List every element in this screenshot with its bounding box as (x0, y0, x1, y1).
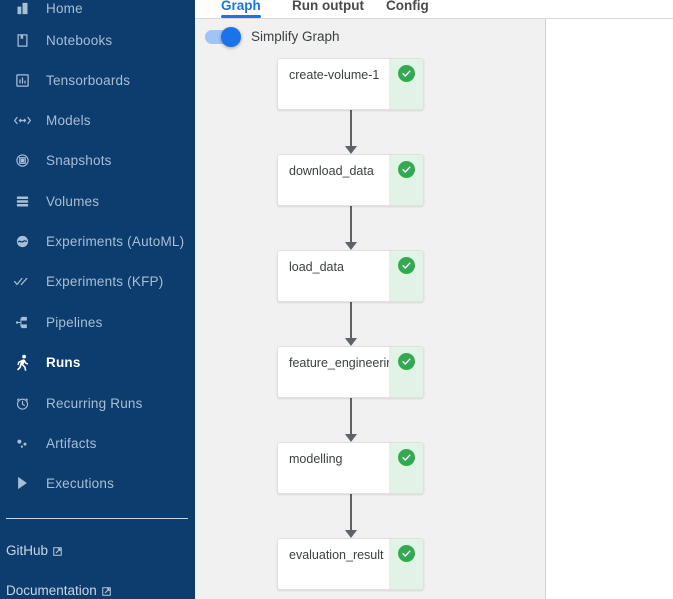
graph-node-status (389, 251, 423, 301)
graph-node[interactable]: feature_engineering (277, 346, 424, 398)
graph-node-status (389, 539, 423, 589)
sidebar-item-models[interactable]: Models (0, 100, 195, 140)
notebook-icon (8, 30, 36, 50)
sidebar-item-label: Models (46, 112, 91, 128)
play-icon (8, 473, 36, 493)
sidebar-item-home[interactable]: Home (0, 0, 195, 28)
graph-node-label: download_data (289, 164, 374, 178)
check-circle-icon (397, 161, 415, 178)
sidebar-item-label: Tensorboards (46, 72, 131, 88)
sidebar-item-label: Recurring Runs (46, 395, 143, 411)
sidebar-item-label: Home (46, 0, 83, 16)
snapshot-icon (8, 150, 36, 170)
graph-node-status (389, 59, 423, 109)
sidebar-item-experiments-kfp[interactable]: Experiments (KFP) (0, 261, 195, 301)
graph-node-status (389, 347, 423, 397)
sidebar-item-label: Runs (46, 354, 81, 370)
code-arrows-icon (8, 110, 36, 130)
check-circle-icon (397, 65, 415, 82)
sidebar-item-volumes[interactable]: Volumes (0, 181, 195, 221)
graph-node[interactable]: evaluation_result (277, 538, 424, 590)
graph-edge (350, 110, 352, 146)
sidebar-item-label: Volumes (46, 193, 100, 209)
tab-run-output[interactable]: Run output (292, 0, 364, 13)
sidebar-item-experiments-automl[interactable]: Experiments (AutoML) (0, 221, 195, 261)
runner-icon (8, 352, 36, 372)
graph-edge-arrowhead (345, 242, 357, 250)
graph-edge (350, 398, 352, 434)
tab-config[interactable]: Config (386, 0, 429, 13)
external-link-icon (53, 544, 62, 556)
sidebar-link-github[interactable]: GitHub (6, 543, 62, 558)
sidebar-item-label: Pipelines (46, 314, 103, 330)
pipeline-icon (8, 312, 36, 332)
artifact-icon (8, 433, 36, 453)
main-content: Graph Run output Config Simplify Graph cre… (195, 0, 673, 599)
external-link-icon (102, 584, 111, 596)
graph-node-status (389, 443, 423, 493)
graph-edge-arrowhead (345, 530, 357, 538)
clock-icon (8, 393, 36, 413)
sidebar-item-label: Snapshots (46, 152, 112, 168)
graph-node[interactable]: modelling (277, 442, 424, 494)
graph-node[interactable]: download_data (277, 154, 424, 206)
sidebar-item-label: Experiments (AutoML) (46, 233, 185, 249)
sidebar-item-runs[interactable]: Runs (0, 342, 195, 382)
simplify-graph-control[interactable]: Simplify Graph (205, 26, 340, 47)
graph-edge-arrowhead (345, 338, 357, 346)
sidebar-item-recurring-runs[interactable]: Recurring Runs (0, 383, 195, 423)
graph-edge (350, 206, 352, 242)
sidebar-link-label: Documentation (6, 583, 97, 598)
graph-node-label: modelling (289, 452, 343, 466)
sidebar-item-artifacts[interactable]: Artifacts (0, 423, 195, 463)
beaker-icon (8, 231, 36, 251)
tab-bar: Graph Run output Config (195, 0, 673, 19)
graph-node[interactable]: load_data (277, 250, 424, 302)
graph-node-status (389, 155, 423, 205)
double-check-icon (8, 271, 36, 291)
sidebar-item-label: Experiments (KFP) (46, 273, 164, 289)
graph-node-label: feature_engineering (289, 356, 401, 370)
check-circle-icon (397, 449, 415, 466)
graph-node-label: evaluation_result (289, 548, 384, 562)
simplify-graph-label: Simplify Graph (251, 29, 340, 44)
graph-canvas[interactable]: Simplify Graph create-volume-1 download_d… (195, 19, 546, 599)
sidebar-item-pipelines[interactable]: Pipelines (0, 302, 195, 342)
graph-edge (350, 302, 352, 338)
sidebar-item-snapshots[interactable]: Snapshots (0, 140, 195, 180)
graph-edge-arrowhead (345, 434, 357, 442)
check-circle-icon (397, 545, 415, 562)
sidebar-item-notebooks[interactable]: Notebooks (0, 20, 195, 60)
graph-node-label: create-volume-1 (289, 68, 380, 82)
graph-node[interactable]: create-volume-1 (277, 58, 424, 110)
sidebar-link-documentation[interactable]: Documentation (6, 583, 111, 598)
check-circle-icon (397, 257, 415, 274)
check-circle-icon (397, 353, 415, 370)
sidebar-item-executions[interactable]: Executions (0, 463, 195, 503)
graph-edge (350, 494, 352, 530)
sidebar-item-label: Executions (46, 475, 115, 491)
storage-icon (8, 191, 36, 211)
graph-node-label: load_data (289, 260, 344, 274)
sidebar-item-tensorboards[interactable]: Tensorboards (0, 60, 195, 100)
sidebar-item-label: Notebooks (46, 32, 113, 48)
sidebar-divider (6, 518, 188, 519)
chart-bar-icon (8, 70, 36, 90)
graph-edge-arrowhead (345, 146, 357, 154)
home-icon (8, 0, 36, 18)
toggle-switch-on-icon[interactable] (205, 26, 241, 47)
tab-graph[interactable]: Graph (221, 0, 261, 18)
sidebar-item-label: Artifacts (46, 435, 97, 451)
toggle-knob (221, 26, 241, 47)
sidebar-link-label: GitHub (6, 543, 49, 558)
